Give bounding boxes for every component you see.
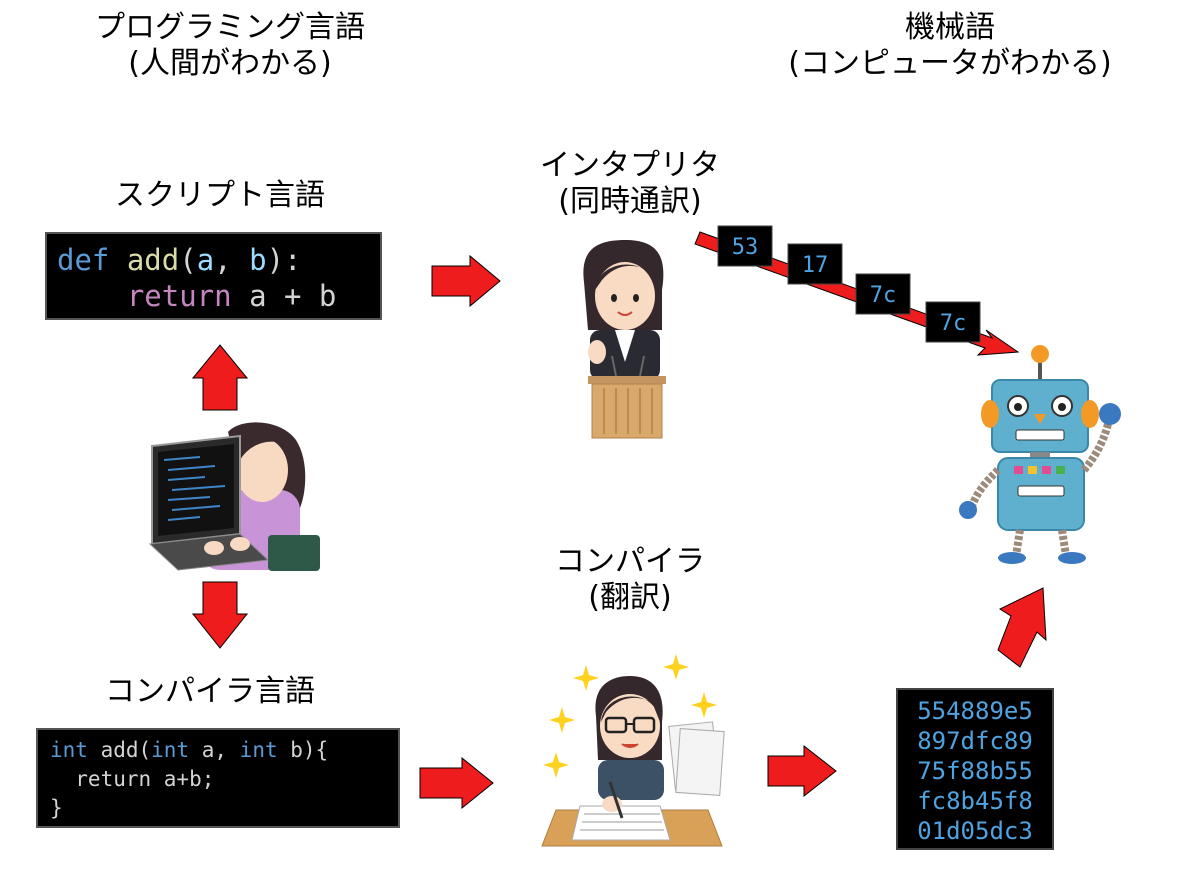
interpreter-heading: インタプリタ (同時通訳) <box>520 148 740 220</box>
script-code-token: def <box>57 243 127 277</box>
compiler-code-token: add( <box>100 738 152 762</box>
machine-language-subtitle: (コンピュータがわかる) <box>788 46 1112 81</box>
arrow-icon-translator-to-machine-code <box>767 744 837 798</box>
arrow-icon-machine-code-to-robot <box>997 587 1047 668</box>
compiler-code-line: int add(int a, int b){ <box>50 736 386 765</box>
programming-language-title: プログラミング言語 <box>95 10 365 45</box>
script-code-token: ): <box>266 243 302 277</box>
robot-illustration <box>959 345 1121 564</box>
interpreter-byte-stream: 53 17 7c 7c <box>717 225 981 343</box>
compiler-code-token: } <box>50 796 63 820</box>
arrow-icon-compiler-to-translator <box>419 756 494 810</box>
compiler-language-title: コンパイラ言語 <box>105 674 315 709</box>
byte-tag-box <box>787 243 843 285</box>
compiler-code-token: return a+b; <box>50 767 215 791</box>
byte-tag: 17 <box>787 243 843 285</box>
byte-tag-box <box>855 273 911 315</box>
byte-tag: 53 <box>717 225 773 267</box>
byte-tag: 7c <box>855 273 911 315</box>
interpreter-title: インタプリタ <box>540 148 720 183</box>
interpreter-illustration <box>583 240 666 439</box>
translator-illustration <box>541 654 725 847</box>
compiler-code-line: } <box>50 794 386 823</box>
script-language-title: スクリプト言語 <box>115 178 325 213</box>
machine-code-line: 897dfc89 <box>917 727 1033 755</box>
interpreter-subtitle: (同時通訳) <box>558 184 702 219</box>
machine-language-title: 機械語 <box>905 10 995 45</box>
byte-tag-box <box>717 225 773 267</box>
arrow-icon-script-to-interpreter <box>431 254 501 308</box>
byte-tag-label: 7c <box>870 283 897 308</box>
byte-tag-box <box>925 301 981 343</box>
byte-tag: 7c <box>925 301 981 343</box>
script-code-line: return a + b <box>57 278 370 314</box>
byte-tag-label: 7c <box>940 311 967 336</box>
programming-language-subtitle: (人間がわかる) <box>128 46 332 81</box>
script-code-token: a <box>196 243 215 277</box>
programmer-illustration <box>148 422 320 571</box>
compiler-code-token: int <box>151 738 202 762</box>
machine-code-line: 554889e5 <box>917 697 1033 725</box>
programming-language-heading: プログラミング言語 (人間がわかる) <box>80 10 380 82</box>
script-code-token: b <box>249 243 267 277</box>
compiler-code-token: int <box>50 738 101 762</box>
compiler-code-line: return a+b; <box>50 765 386 794</box>
machine-code-line: fc8b45f8 <box>917 787 1033 815</box>
script-code-token: a + b <box>249 279 337 313</box>
byte-tag-label: 53 <box>732 235 759 260</box>
compiler-code-token: a, <box>201 738 240 762</box>
compiler-code-token: b){ <box>290 738 329 762</box>
script-code-token: , <box>214 243 250 277</box>
machine-code-line: 01d05dc3 <box>917 817 1033 845</box>
compiler-code-token: int <box>239 738 291 762</box>
byte-tag-label: 17 <box>802 253 829 278</box>
script-code-token: ( <box>179 243 197 277</box>
compiler-heading: コンパイラ (翻訳) <box>520 544 740 616</box>
compiler-subtitle: (翻訳) <box>588 580 672 615</box>
script-code-token: add <box>126 243 180 277</box>
arrow-icon-down-to-compiler <box>191 581 249 649</box>
compiler-code-box: int add(int a, int b){ return a+b;} <box>36 728 400 828</box>
script-code-line: def add(a, b): <box>57 242 370 278</box>
compiler-title: コンパイラ <box>555 544 705 579</box>
machine-language-heading: 機械語 (コンピュータがわかる) <box>770 10 1130 82</box>
script-code-token: return <box>57 279 250 313</box>
arrow-icon-up-to-script <box>191 344 249 411</box>
sparkle-icons <box>543 654 717 778</box>
machine-code-line: 75f88b55 <box>917 757 1033 785</box>
script-code-box: def add(a, b): return a + b <box>45 232 382 320</box>
